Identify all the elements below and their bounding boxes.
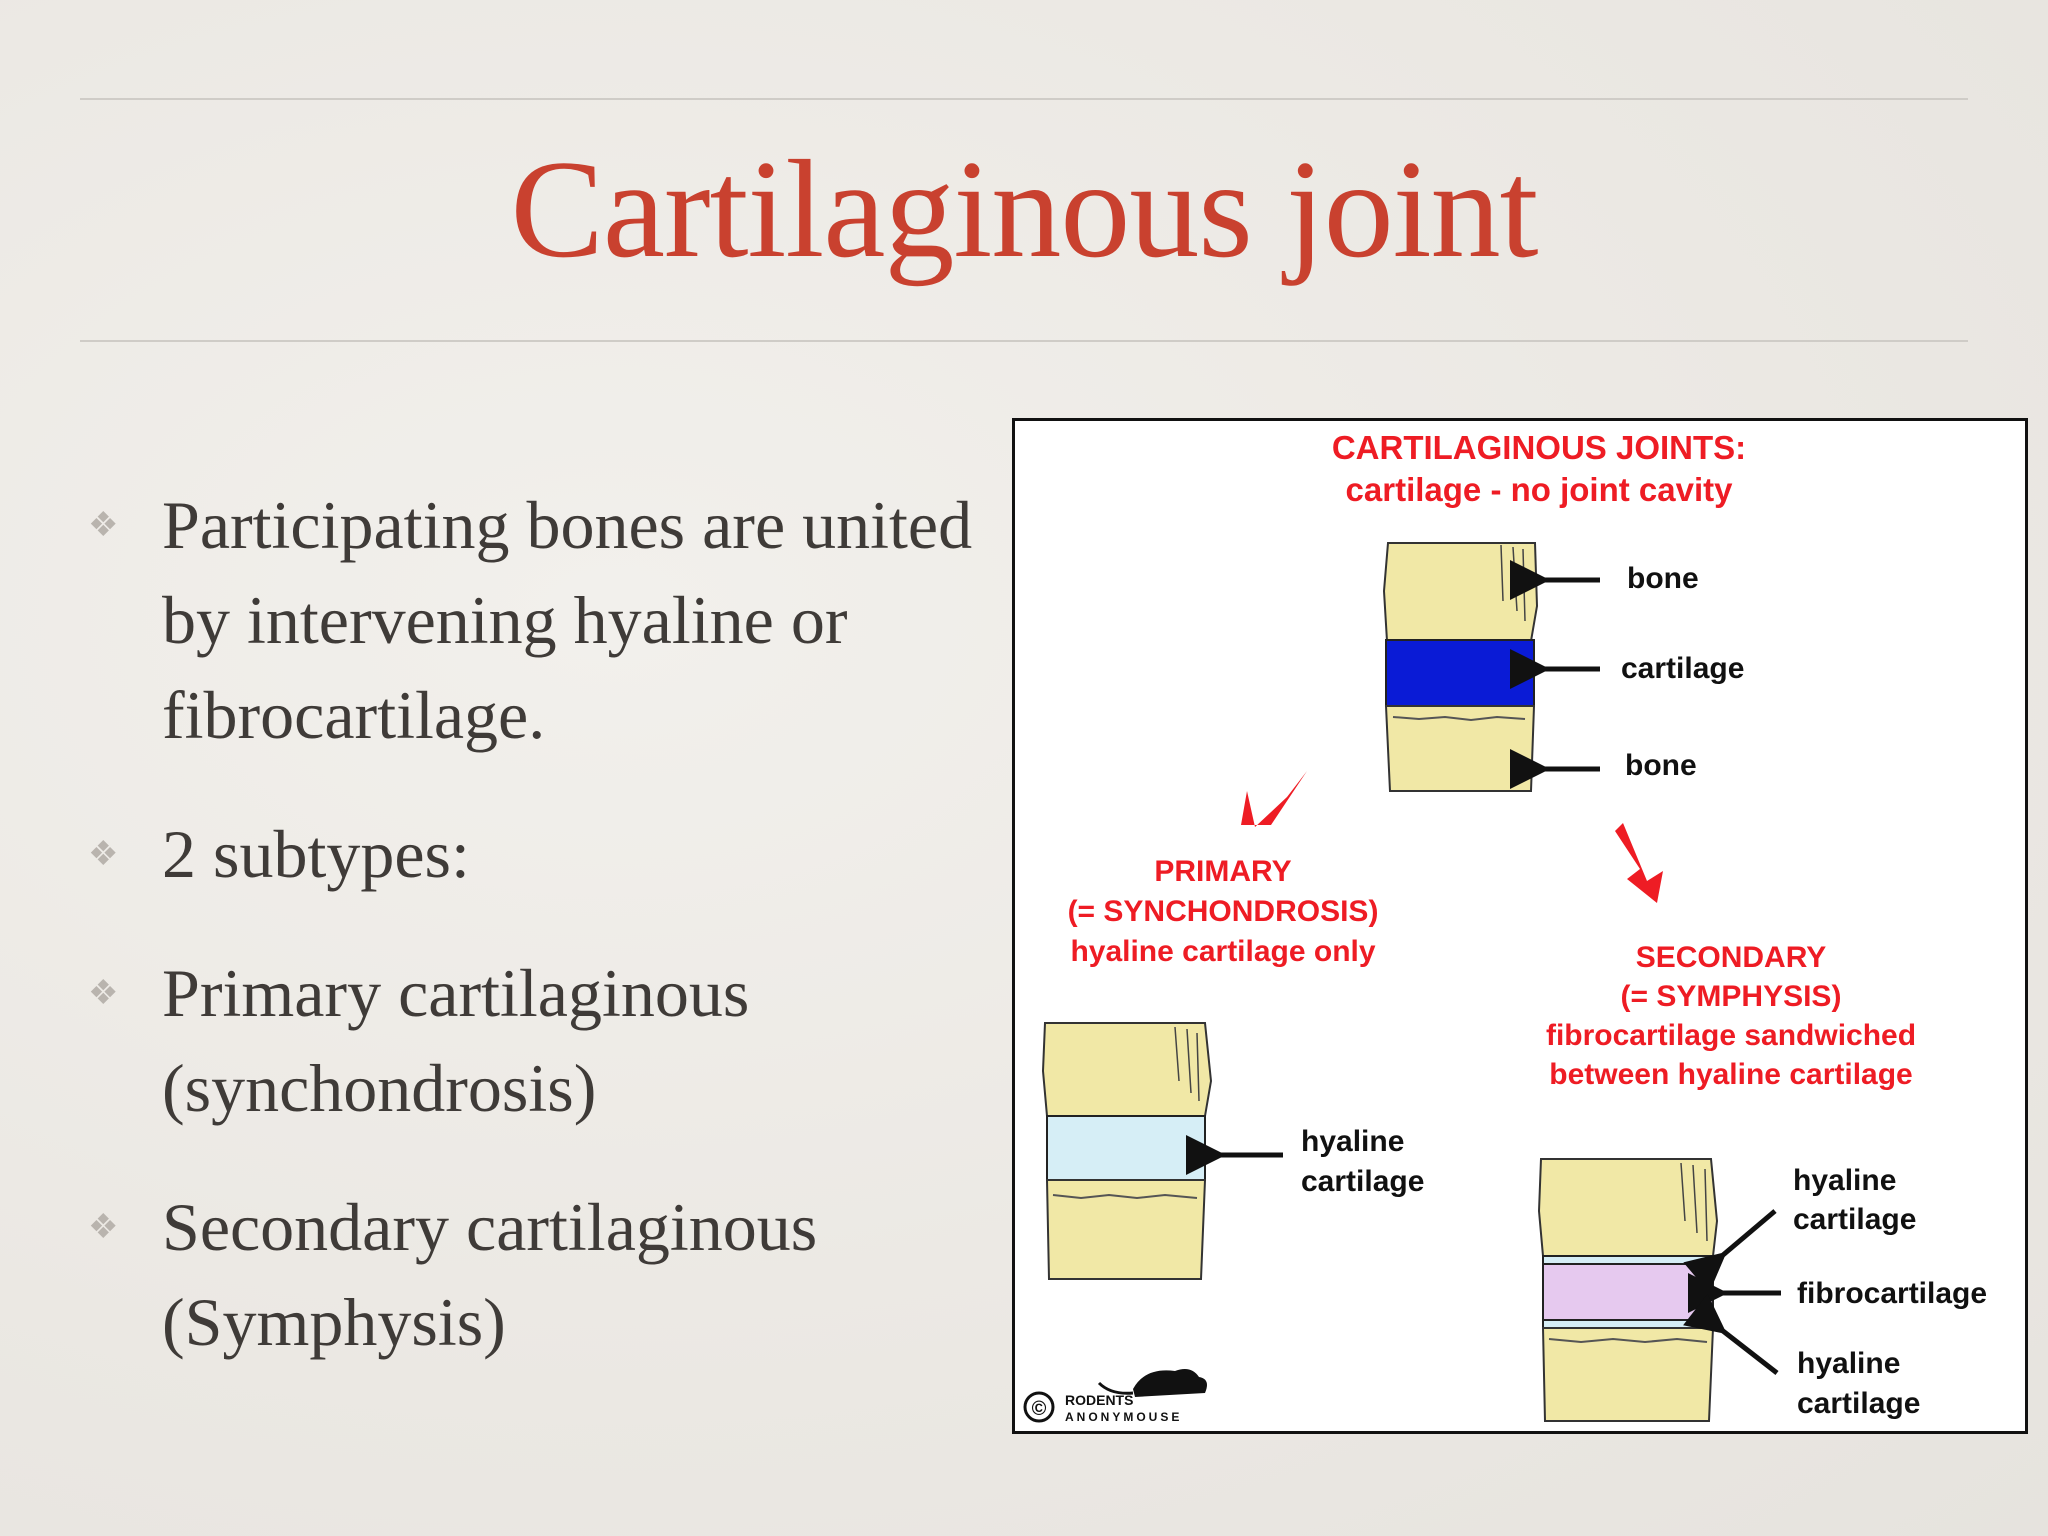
credit-line-2: ANONYMOUSE	[1065, 1410, 1182, 1424]
label-bone-top: bone	[1627, 562, 1699, 595]
arrow-secondary-hyaline-top	[1683, 1209, 1777, 1293]
bullet-text: Participating bones are united by interv…	[162, 487, 973, 753]
primary-joint-illustration	[1041, 1022, 1213, 1280]
primary-lower-bone	[1045, 1179, 1207, 1280]
bullet-item: ❖ Primary cartilaginous (synchondrosis)	[88, 946, 988, 1136]
bone-texture	[1680, 1162, 1708, 1242]
arrow-secondary-hyaline-bottom	[1683, 1293, 1779, 1375]
primary-title: PRIMARY	[1154, 855, 1291, 888]
primary-upper-bone	[1041, 1022, 1213, 1117]
label-primary-hyaline-2: cartilage	[1301, 1165, 1424, 1198]
slide-title: Cartilaginous joint	[510, 132, 1538, 287]
fleuron-diamond-icon: ❖	[88, 975, 119, 1012]
secondary-lower-bone	[1541, 1327, 1715, 1422]
fleuron-diamond-icon: ❖	[88, 507, 119, 544]
diagram-canvas: CARTILAGINOUS JOINTS: cartilage - no joi…	[1023, 429, 1987, 1424]
label-secondary-hyaline-top-1: hyaline	[1793, 1164, 1896, 1197]
cartilage-layer	[1385, 639, 1535, 707]
bullet-list: ❖ Participating bones are united by inte…	[88, 478, 988, 1370]
label-primary-hyaline-1: hyaline	[1301, 1125, 1404, 1158]
bone-texture	[1174, 1026, 1200, 1102]
copyright-symbol: ©	[1032, 1398, 1047, 1420]
secondary-description-1: fibrocartilage sandwiched	[1546, 1019, 1916, 1052]
label-secondary-hyaline-bottom-1: hyaline	[1797, 1347, 1900, 1380]
bullet-item: ❖ Participating bones are united by inte…	[88, 478, 988, 763]
secondary-hyaline-top	[1542, 1255, 1714, 1265]
label-secondary-fibrocartilage: fibrocartilage	[1797, 1277, 1987, 1310]
secondary-upper-bone	[1537, 1158, 1719, 1257]
fleuron-diamond-icon: ❖	[88, 836, 119, 873]
secondary-fibrocartilage-layer	[1542, 1263, 1714, 1321]
red-arrow-primary-icon	[1241, 771, 1307, 827]
secondary-title: SECONDARY	[1636, 941, 1827, 974]
cartilaginous-joints-diagram: CARTILAGINOUS JOINTS: cartilage - no joi…	[1012, 418, 2028, 1434]
growth-line	[1052, 1193, 1198, 1200]
credit-line-1: RODENTS	[1065, 1392, 1133, 1408]
label-bone-bottom: bone	[1625, 749, 1697, 782]
secondary-hyaline-bottom	[1542, 1319, 1714, 1329]
label-secondary-hyaline-top-2: cartilage	[1793, 1203, 1916, 1236]
diagram-heading: CARTILAGINOUS JOINTS:	[1332, 429, 1746, 466]
primary-subtitle: (= SYNCHONDROSIS)	[1068, 895, 1379, 928]
mouse-icon	[1133, 1369, 1207, 1397]
growth-line	[1548, 1337, 1708, 1344]
growth-line	[1392, 715, 1526, 722]
secondary-subtitle: (= SYMPHYSIS)	[1621, 980, 1842, 1013]
top-divider	[80, 98, 1968, 100]
label-secondary-hyaline-bottom-2: cartilage	[1797, 1387, 1920, 1420]
copyright-circle	[1023, 1391, 1055, 1423]
fleuron-diamond-icon: ❖	[88, 1209, 119, 1246]
secondary-joint-illustration	[1537, 1158, 1719, 1422]
secondary-description-2: between hyaline cartilage	[1549, 1058, 1912, 1091]
primary-hyaline-layer	[1046, 1115, 1206, 1181]
red-arrow-secondary-icon	[1615, 823, 1663, 903]
mouse-tail	[1097, 1381, 1134, 1395]
rodents-anonymouse-logo: © RODENTS ANONYMOUSE	[1023, 1369, 1207, 1424]
bullet-text: Primary cartilaginous (synchondrosis)	[162, 955, 750, 1126]
lower-bone	[1384, 705, 1536, 792]
bullet-item: ❖ 2 subtypes:	[88, 807, 988, 902]
bullet-text: 2 subtypes:	[162, 816, 470, 892]
diagram-subheading: cartilage - no joint cavity	[1346, 471, 1734, 508]
bullet-text: Secondary cartilaginous (Symphysis)	[162, 1189, 818, 1360]
primary-description: hyaline cartilage only	[1070, 935, 1375, 968]
label-cartilage: cartilage	[1621, 652, 1744, 685]
bullet-item: ❖ Secondary cartilaginous (Symphysis)	[88, 1180, 988, 1370]
title-divider	[80, 340, 1968, 342]
top-joint-illustration	[1382, 542, 1539, 792]
